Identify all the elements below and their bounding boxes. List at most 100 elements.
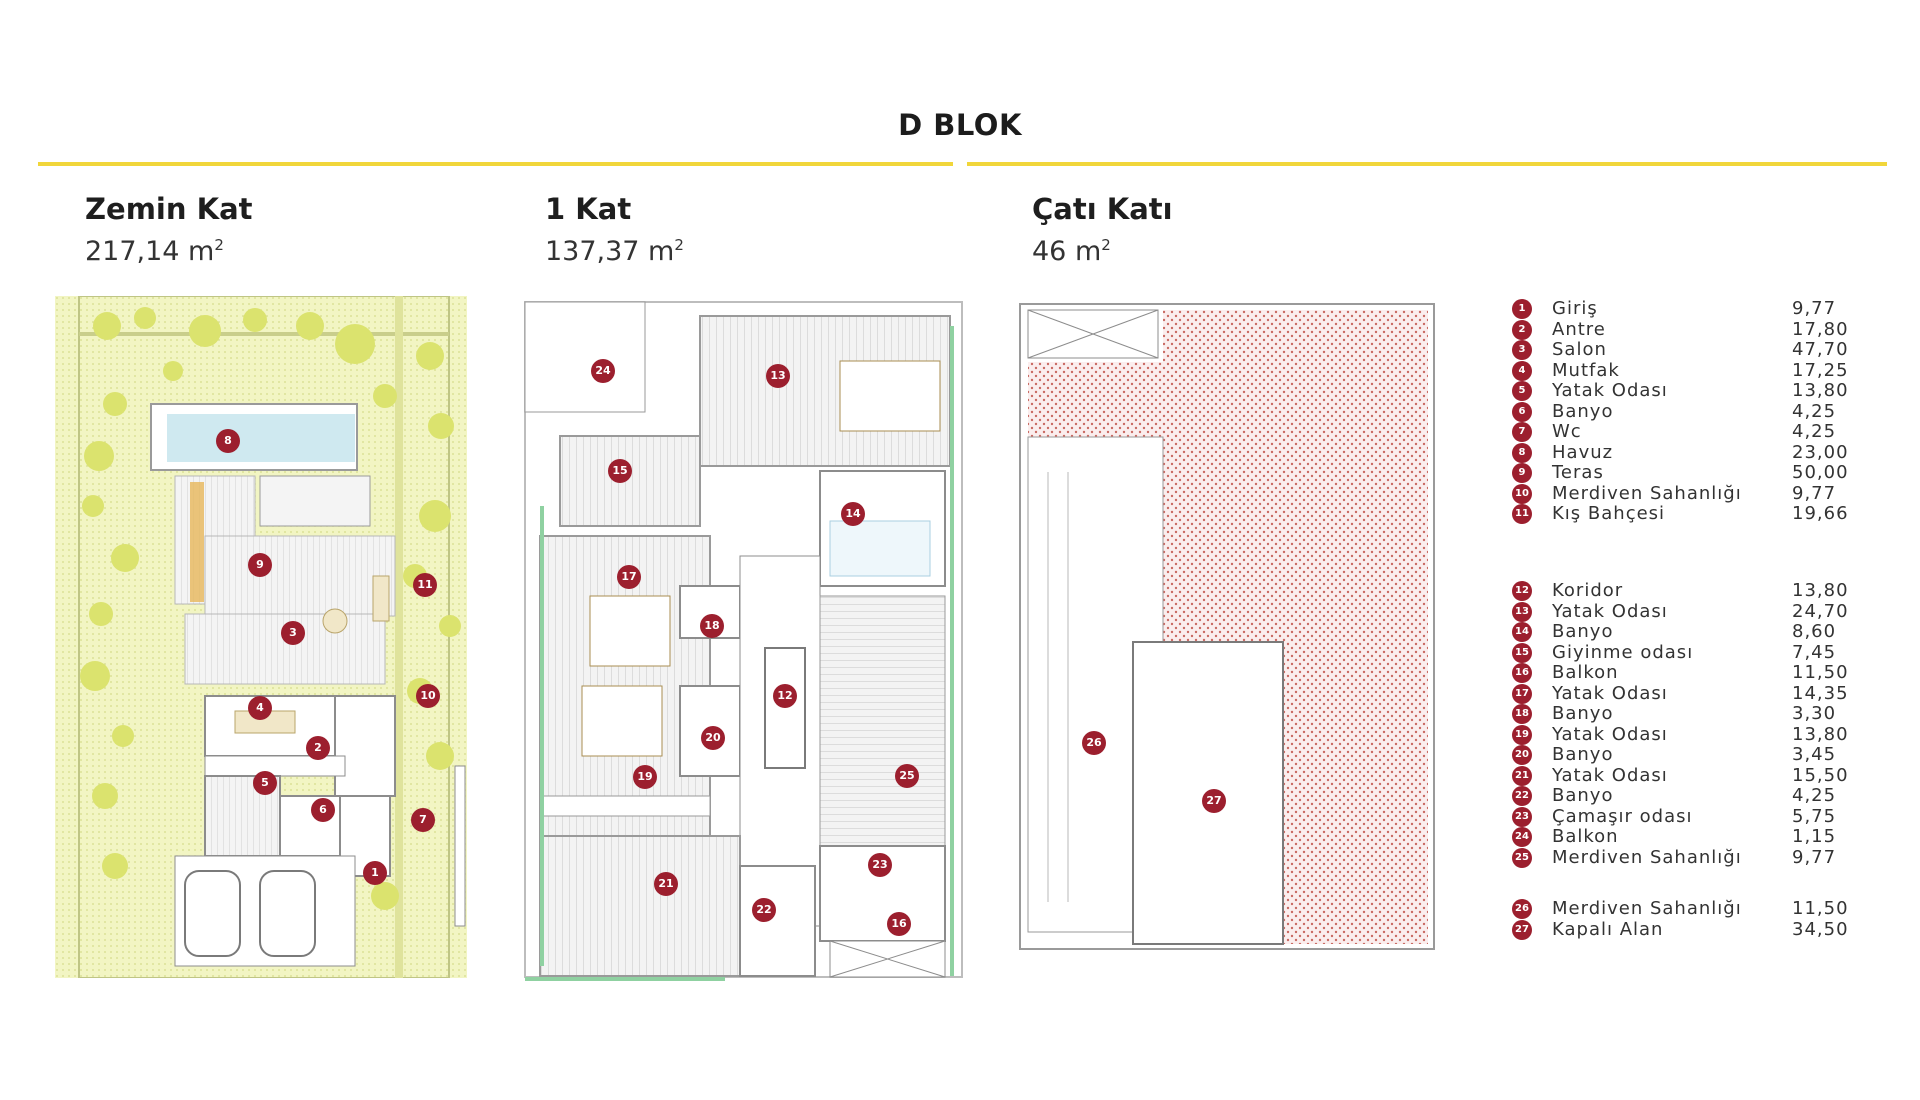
room-pin-5: 5 bbox=[253, 771, 277, 795]
ground-floor-plan bbox=[55, 296, 467, 978]
room-pin-11: 11 bbox=[413, 573, 437, 597]
legend-room-name: Teras bbox=[1552, 462, 1604, 483]
legend-number: 23 bbox=[1512, 806, 1532, 827]
legend-number: 24 bbox=[1512, 827, 1532, 847]
legend-number: 13 bbox=[1512, 601, 1532, 622]
room-pin-4: 4 bbox=[248, 696, 272, 720]
legend-room-name: Yatak Odası bbox=[1552, 600, 1668, 622]
legend-number: 20 bbox=[1512, 745, 1532, 765]
legend-room-name: Merdiven Sahanlığı bbox=[1552, 482, 1742, 504]
room-pin-20: 20 bbox=[701, 726, 725, 750]
legend-room-area: 17,25 bbox=[1792, 359, 1849, 381]
legend-room-name: Giyinme odası bbox=[1552, 641, 1694, 663]
room-pin-6: 6 bbox=[311, 798, 335, 822]
legend-number: 19 bbox=[1512, 724, 1532, 745]
legend-room-area: 9,77 bbox=[1792, 298, 1837, 319]
first-floor-plan bbox=[520, 296, 970, 986]
room-pin-18: 18 bbox=[700, 614, 724, 638]
legend-room-name: Banyo bbox=[1552, 744, 1614, 765]
legend-room-area: 14,35 bbox=[1792, 682, 1849, 704]
legend-row: 24 Balkon 1,15 bbox=[1512, 826, 1912, 847]
legend-room-name: Wc bbox=[1552, 421, 1582, 442]
floor-area-first: 137,37 m2 bbox=[545, 236, 684, 267]
legend-number: 4 bbox=[1512, 360, 1532, 381]
legend-room-area: 50,00 bbox=[1792, 462, 1849, 483]
floor-area-roof: 46 m2 bbox=[1032, 236, 1111, 267]
legend-room-area: 17,80 bbox=[1792, 318, 1849, 340]
legend-room-name: Yatak Odası bbox=[1552, 723, 1668, 745]
room-pin-21: 21 bbox=[654, 872, 678, 896]
legend-number: 12 bbox=[1512, 581, 1532, 601]
legend-room-area: 3,30 bbox=[1792, 703, 1837, 724]
legend-room-name: Merdiven Sahanlığı bbox=[1552, 846, 1742, 868]
legend-room-name: Salon bbox=[1552, 339, 1607, 360]
legend-room-area: 13,80 bbox=[1792, 580, 1849, 601]
legend-number: 1 bbox=[1512, 299, 1532, 319]
legend-number: 27 bbox=[1512, 919, 1532, 940]
room-pin-9: 9 bbox=[248, 553, 272, 577]
legend-room-area: 9,77 bbox=[1792, 482, 1837, 504]
legend-room-area: 4,25 bbox=[1792, 421, 1837, 442]
legend-number: 10 bbox=[1512, 483, 1532, 504]
floor-name-ground: Zemin Kat bbox=[85, 192, 253, 226]
legend-number: 5 bbox=[1512, 381, 1532, 401]
legend-number: 2 bbox=[1512, 319, 1532, 340]
room-pin-22: 22 bbox=[752, 898, 776, 922]
legend-row: 11 Kış Bahçesi 19,66 bbox=[1512, 503, 1912, 524]
legend-room-name: Balkon bbox=[1552, 662, 1619, 683]
legend-room-area: 34,50 bbox=[1792, 918, 1849, 940]
legend-room-name: Yatak Odası bbox=[1552, 682, 1668, 704]
legend-room-area: 19,66 bbox=[1792, 503, 1849, 524]
legend-room-area: 1,15 bbox=[1792, 826, 1837, 847]
legend-room-area: 4,25 bbox=[1792, 400, 1837, 422]
room-pin-1: 1 bbox=[363, 861, 387, 885]
legend-row: 19 Yatak Odası 13,80 bbox=[1512, 723, 1912, 745]
room-pin-13: 13 bbox=[766, 364, 790, 388]
legend-room-name: Balkon bbox=[1552, 826, 1619, 847]
legend-number: 16 bbox=[1512, 663, 1532, 683]
legend-room-area: 4,25 bbox=[1792, 785, 1837, 806]
legend-room-area: 5,75 bbox=[1792, 805, 1837, 827]
legend-number: 22 bbox=[1512, 786, 1532, 806]
room-pin-7: 7 bbox=[411, 808, 435, 832]
legend-room-area: 47,70 bbox=[1792, 339, 1849, 360]
legend-room-area: 9,77 bbox=[1792, 846, 1837, 868]
legend-room-name: Kış Bahçesi bbox=[1552, 503, 1666, 524]
legend-number: 8 bbox=[1512, 442, 1532, 463]
room-pin-2: 2 bbox=[306, 736, 330, 760]
room-pin-26: 26 bbox=[1082, 731, 1106, 755]
room-pin-8: 8 bbox=[216, 429, 240, 453]
legend-number: 11 bbox=[1512, 504, 1532, 524]
legend-number: 15 bbox=[1512, 642, 1532, 663]
room-pin-27: 27 bbox=[1202, 789, 1226, 813]
legend-row: 10 Merdiven Sahanlığı 9,77 bbox=[1512, 482, 1912, 504]
legend-room-area: 13,80 bbox=[1792, 723, 1849, 745]
room-pin-19: 19 bbox=[633, 765, 657, 789]
legend-room-name: Koridor bbox=[1552, 580, 1624, 601]
legend-number: 18 bbox=[1512, 704, 1532, 724]
page-title: D BLOK bbox=[898, 108, 1022, 142]
room-pin-16: 16 bbox=[887, 912, 911, 936]
legend-room-name: Havuz bbox=[1552, 441, 1614, 463]
room-pin-24: 24 bbox=[591, 359, 615, 383]
title-rule-left bbox=[38, 162, 953, 166]
room-pin-25: 25 bbox=[895, 764, 919, 788]
room-pin-10: 10 bbox=[416, 684, 440, 708]
legend-room-name: Banyo bbox=[1552, 400, 1614, 422]
legend-room-area: 13,80 bbox=[1792, 380, 1849, 401]
legend-number: 21 bbox=[1512, 765, 1532, 786]
